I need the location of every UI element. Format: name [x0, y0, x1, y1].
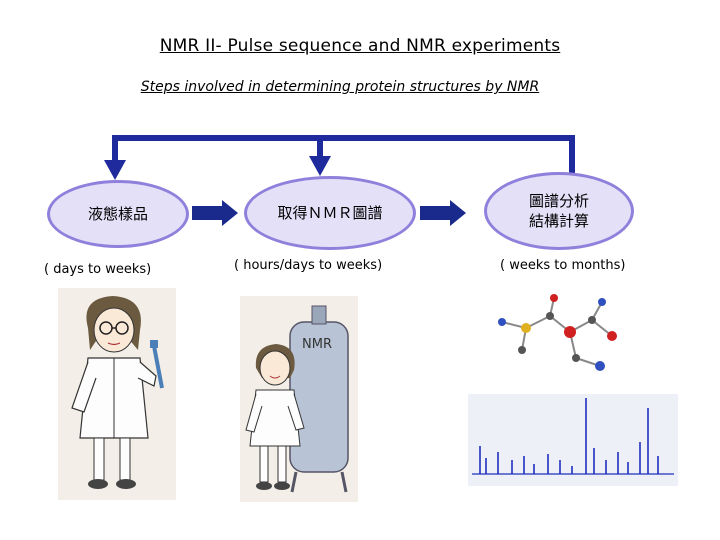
page-subtitle: Steps involved in determining protein st…: [140, 79, 540, 95]
step-node-sample: 液態樣品: [47, 180, 189, 248]
duration-spectrum: ( hours/days to weeks): [234, 258, 383, 273]
step-node-spectrum: 取得ＮＭＲ圖譜: [244, 176, 416, 250]
scientist-pipette-illustration: [58, 288, 176, 500]
step-label-spectrum: 取得ＮＭＲ圖譜: [277, 203, 383, 222]
step-label-sample: 液態樣品: [87, 204, 148, 223]
feedback-arrow-2: [309, 156, 331, 176]
step-node-analysis: 圖譜分析 結構計算: [484, 172, 634, 250]
step-label-analysis-2: 結構計算: [528, 212, 589, 230]
magnet-label: NMR: [302, 337, 332, 352]
page-title: NMR II- Pulse sequence and NMR experimen…: [159, 36, 561, 56]
arrow-1-to-2: [192, 200, 238, 226]
duration-sample: ( days to weeks): [44, 262, 152, 277]
arrow-2-to-3: [420, 200, 466, 226]
step-label-analysis-1: 圖譜分析: [528, 191, 589, 210]
feedback-arrow-1: [104, 160, 126, 180]
protein-structure-model: [498, 294, 617, 371]
scientist-nmr-magnet-illustration: NMR: [240, 296, 358, 502]
duration-analysis: ( weeks to months): [500, 258, 626, 273]
feedback-line: [112, 135, 575, 175]
nmr-spectrum: [468, 394, 678, 486]
